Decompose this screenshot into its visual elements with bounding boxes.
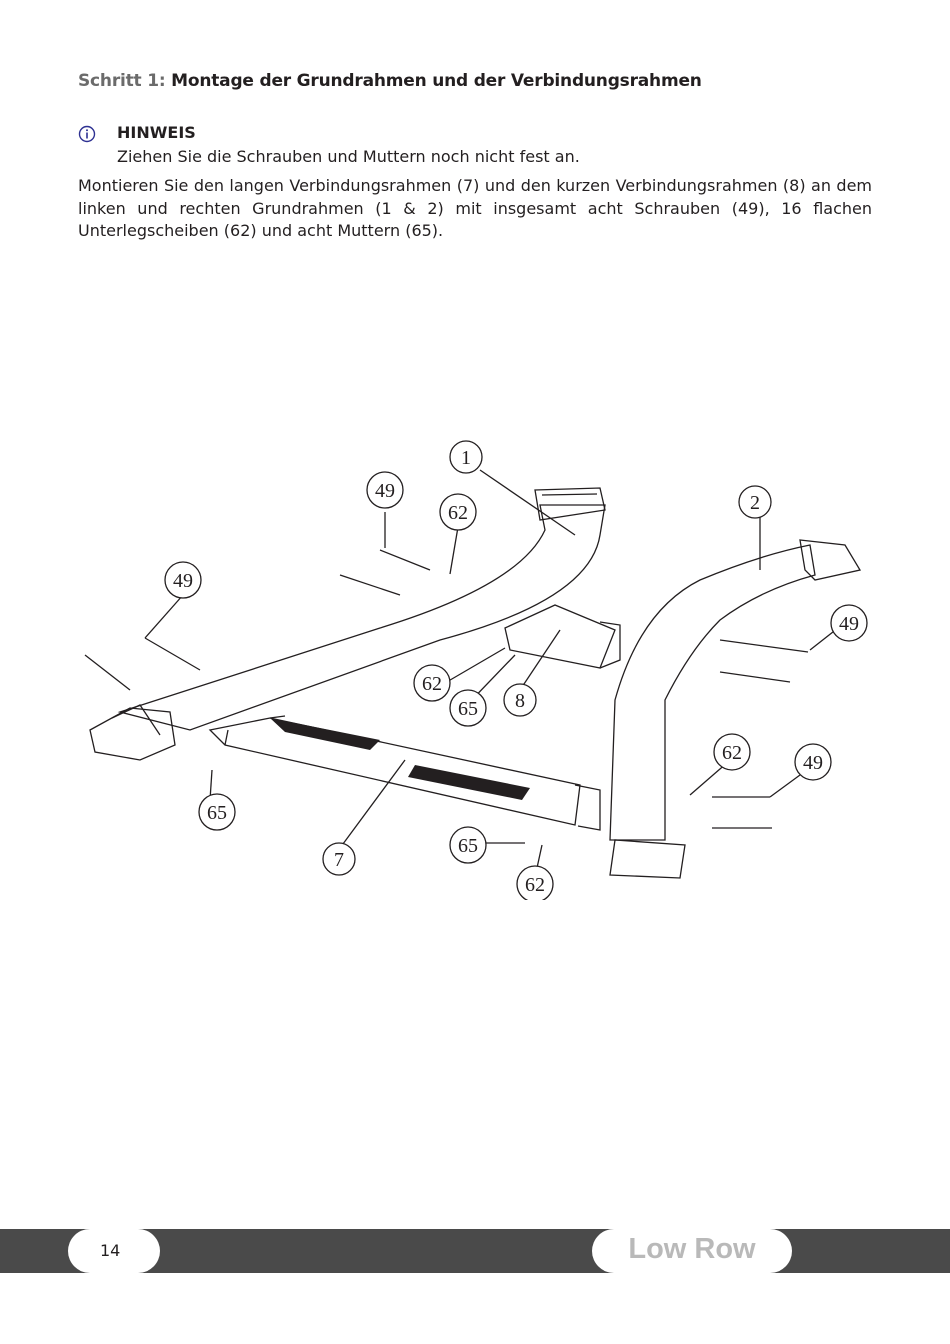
callout-65-a: 65 — [458, 698, 478, 720]
page-number-pill — [68, 1229, 160, 1273]
callout-65-b: 65 — [207, 802, 227, 824]
callout-62-b: 62 — [422, 673, 442, 695]
step-label: Schritt 1: — [78, 71, 166, 91]
note-text: Ziehen Sie die Schrauben und Muttern noc… — [117, 147, 580, 166]
callout-49-a: 49 — [375, 480, 395, 502]
info-icon — [78, 125, 96, 143]
note-title: HINWEIS — [117, 123, 196, 142]
instruction-paragraph: Montieren Sie den langen Verbindungsrahm… — [78, 176, 872, 240]
callout-1: 1 — [461, 447, 471, 469]
step-title: Montage der Grundrahmen und der Verbindu… — [165, 71, 702, 91]
callout-62-a: 62 — [448, 502, 468, 524]
page-number: 14 — [100, 1241, 121, 1260]
callout-65-c: 65 — [458, 835, 478, 857]
callout-7: 7 — [334, 849, 344, 871]
callout-62-c: 62 — [722, 742, 742, 764]
callout-62-d: 62 — [525, 874, 545, 896]
callout-2: 2 — [750, 492, 760, 514]
footer-title-pill — [592, 1229, 792, 1273]
assembly-diagram: 1 49 62 2 49 49 62 65 8 65 62 49 7 65 62 — [84, 440, 868, 900]
callout-49-d: 49 — [803, 752, 823, 774]
footer-title: Low Row — [628, 1233, 756, 1265]
callout-49-b: 49 — [839, 613, 859, 635]
step-heading: Schritt 1: Montage der Grundrahmen und d… — [78, 71, 702, 91]
callout-49-c: 49 — [173, 570, 193, 592]
callout-8: 8 — [515, 690, 525, 712]
